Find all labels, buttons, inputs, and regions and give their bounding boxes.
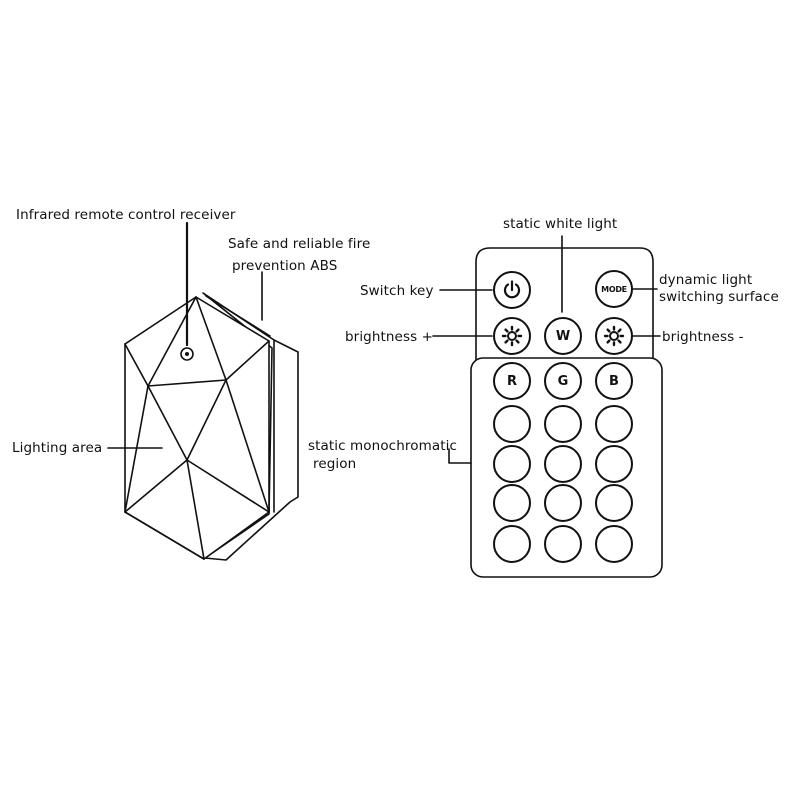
color-button[interactable] xyxy=(544,405,582,443)
color-button[interactable] xyxy=(493,405,531,443)
label-mono-line2: region xyxy=(313,456,357,472)
white-label: W xyxy=(555,328,571,344)
label-dynamic-line1: dynamic light xyxy=(659,272,753,288)
color-button[interactable] xyxy=(544,484,582,522)
color-button[interactable] xyxy=(595,405,633,443)
color-button[interactable] xyxy=(544,445,582,483)
brightness-up-icon xyxy=(501,325,523,347)
label-brightness-minus: brightness - xyxy=(662,329,744,345)
power-button[interactable] xyxy=(493,271,531,309)
color-button[interactable] xyxy=(493,525,531,563)
label-dynamic-line2: switching surface xyxy=(659,289,779,305)
label-mono-line1: static monochromatic xyxy=(308,438,457,454)
color-button[interactable] xyxy=(595,484,633,522)
label-brightness-plus: brightness + xyxy=(345,329,434,345)
label-abs-line1: Safe and reliable fire xyxy=(228,236,371,252)
color-button[interactable] xyxy=(595,445,633,483)
green-button[interactable]: G xyxy=(544,362,582,400)
power-icon xyxy=(503,280,521,299)
blue-label: B xyxy=(609,373,619,389)
brightness-up-button[interactable] xyxy=(493,317,531,355)
label-abs-line2: prevention ABS xyxy=(232,258,338,274)
red-button[interactable]: R xyxy=(493,362,531,400)
brightness-down-button[interactable] xyxy=(595,317,633,355)
green-label: G xyxy=(557,373,569,389)
lamp-facet-top xyxy=(124,340,270,387)
label-switch-key: Switch key xyxy=(360,283,434,299)
white-light-button[interactable]: W xyxy=(544,317,582,355)
label-ir-receiver: Infrared remote control receiver xyxy=(16,207,236,223)
blue-button[interactable]: B xyxy=(595,362,633,400)
label-lighting-area: Lighting area xyxy=(12,440,103,456)
brightness-down-icon xyxy=(603,325,625,347)
red-label: R xyxy=(506,373,517,389)
mode-label: MODE xyxy=(601,284,627,294)
label-static-white: static white light xyxy=(503,216,618,232)
color-button[interactable] xyxy=(493,445,531,483)
color-button[interactable] xyxy=(493,484,531,522)
mode-button[interactable]: MODE xyxy=(595,270,633,308)
color-button[interactable] xyxy=(544,525,582,563)
color-button[interactable] xyxy=(595,525,633,563)
